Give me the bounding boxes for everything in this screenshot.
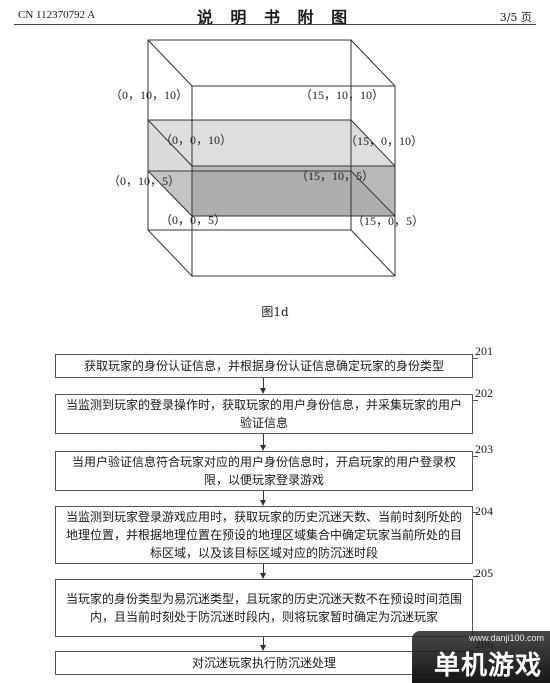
step-number: 203 (475, 442, 493, 456)
header-divider (14, 24, 536, 25)
step-number: 205 (475, 566, 493, 580)
step-box-201: 获取玩家的身份认证信息，并根据身份认证信息确定玩家的身份类型 (55, 354, 473, 378)
leader-line (473, 400, 478, 401)
leader-line (473, 512, 478, 513)
leader-line (473, 456, 478, 457)
watermark-url: www.danji100.com (468, 633, 544, 643)
step-box-206: 对沉迷玩家执行防沉迷处理 (55, 651, 473, 675)
coord-label: （15，10，5） (296, 169, 374, 183)
coord-label: （0，10，5） (108, 174, 180, 188)
shaded-region-top (148, 120, 395, 166)
site-watermark: www.danji100.com 单机游戏 (412, 631, 550, 683)
figure-caption: 图1d (261, 305, 289, 319)
box-edges (147, 39, 396, 277)
step-number: 201 (475, 344, 493, 358)
step-number: 202 (475, 386, 493, 400)
coord-label: （15，0，5） (352, 214, 424, 228)
leader-line (473, 576, 478, 577)
flowchart: 获取玩家的身份认证信息，并根据身份认证信息确定玩家的身份类型 201 当监测到玩… (0, 330, 550, 683)
shaded-region-side (148, 120, 192, 216)
coord-label: （15，0，10） (345, 134, 423, 148)
coord-label: （0，0，5） (160, 213, 226, 227)
coord-label: （15，10，10） (300, 88, 384, 102)
coord-label: （0，0，10） (160, 133, 232, 147)
flow-arrow (260, 434, 266, 451)
shaded-region-back (148, 171, 395, 216)
flow-arrow (260, 491, 266, 506)
step-box-205: 当玩家的身份类型为易沉迷类型，且玩家的历史沉迷天数不在预设时间范围内，且当前时刻… (55, 579, 473, 637)
watermark-logo: 单机游戏 (433, 651, 542, 681)
flow-arrow (260, 564, 266, 579)
step-box-204: 当监测到玩家登录游戏应用时，获取玩家的历史沉迷天数、当前时刻所处的地理位置，并根… (55, 506, 473, 564)
flow-arrow (260, 637, 266, 651)
shaded-region-front (192, 166, 395, 216)
step-box-203: 当用户验证信息符合玩家对应的用户身份信息时，开启玩家的用户登录权限，以便玩家登录… (55, 451, 473, 491)
leader-line (473, 358, 478, 359)
page-title: 说 明 书 附 图 (196, 8, 354, 27)
coord-label: （0，10，10） (110, 88, 188, 102)
page-header: CN 112370792 A 说 明 书 附 图 3/5 页 (0, 0, 550, 27)
box-diagram: （0，10，10） （15，10，10） （0，0，10） （15，0，10） … (108, 39, 424, 277)
flow-arrow (260, 378, 266, 394)
step-number: 204 (475, 504, 493, 518)
page-number: 3/5 页 (499, 11, 532, 24)
step-box-202: 当监测到玩家的登录操作时，获取玩家的用户身份信息，并采集玩家的用户验证信息 (55, 394, 473, 434)
publication-number: CN 112370792 A (18, 9, 96, 21)
